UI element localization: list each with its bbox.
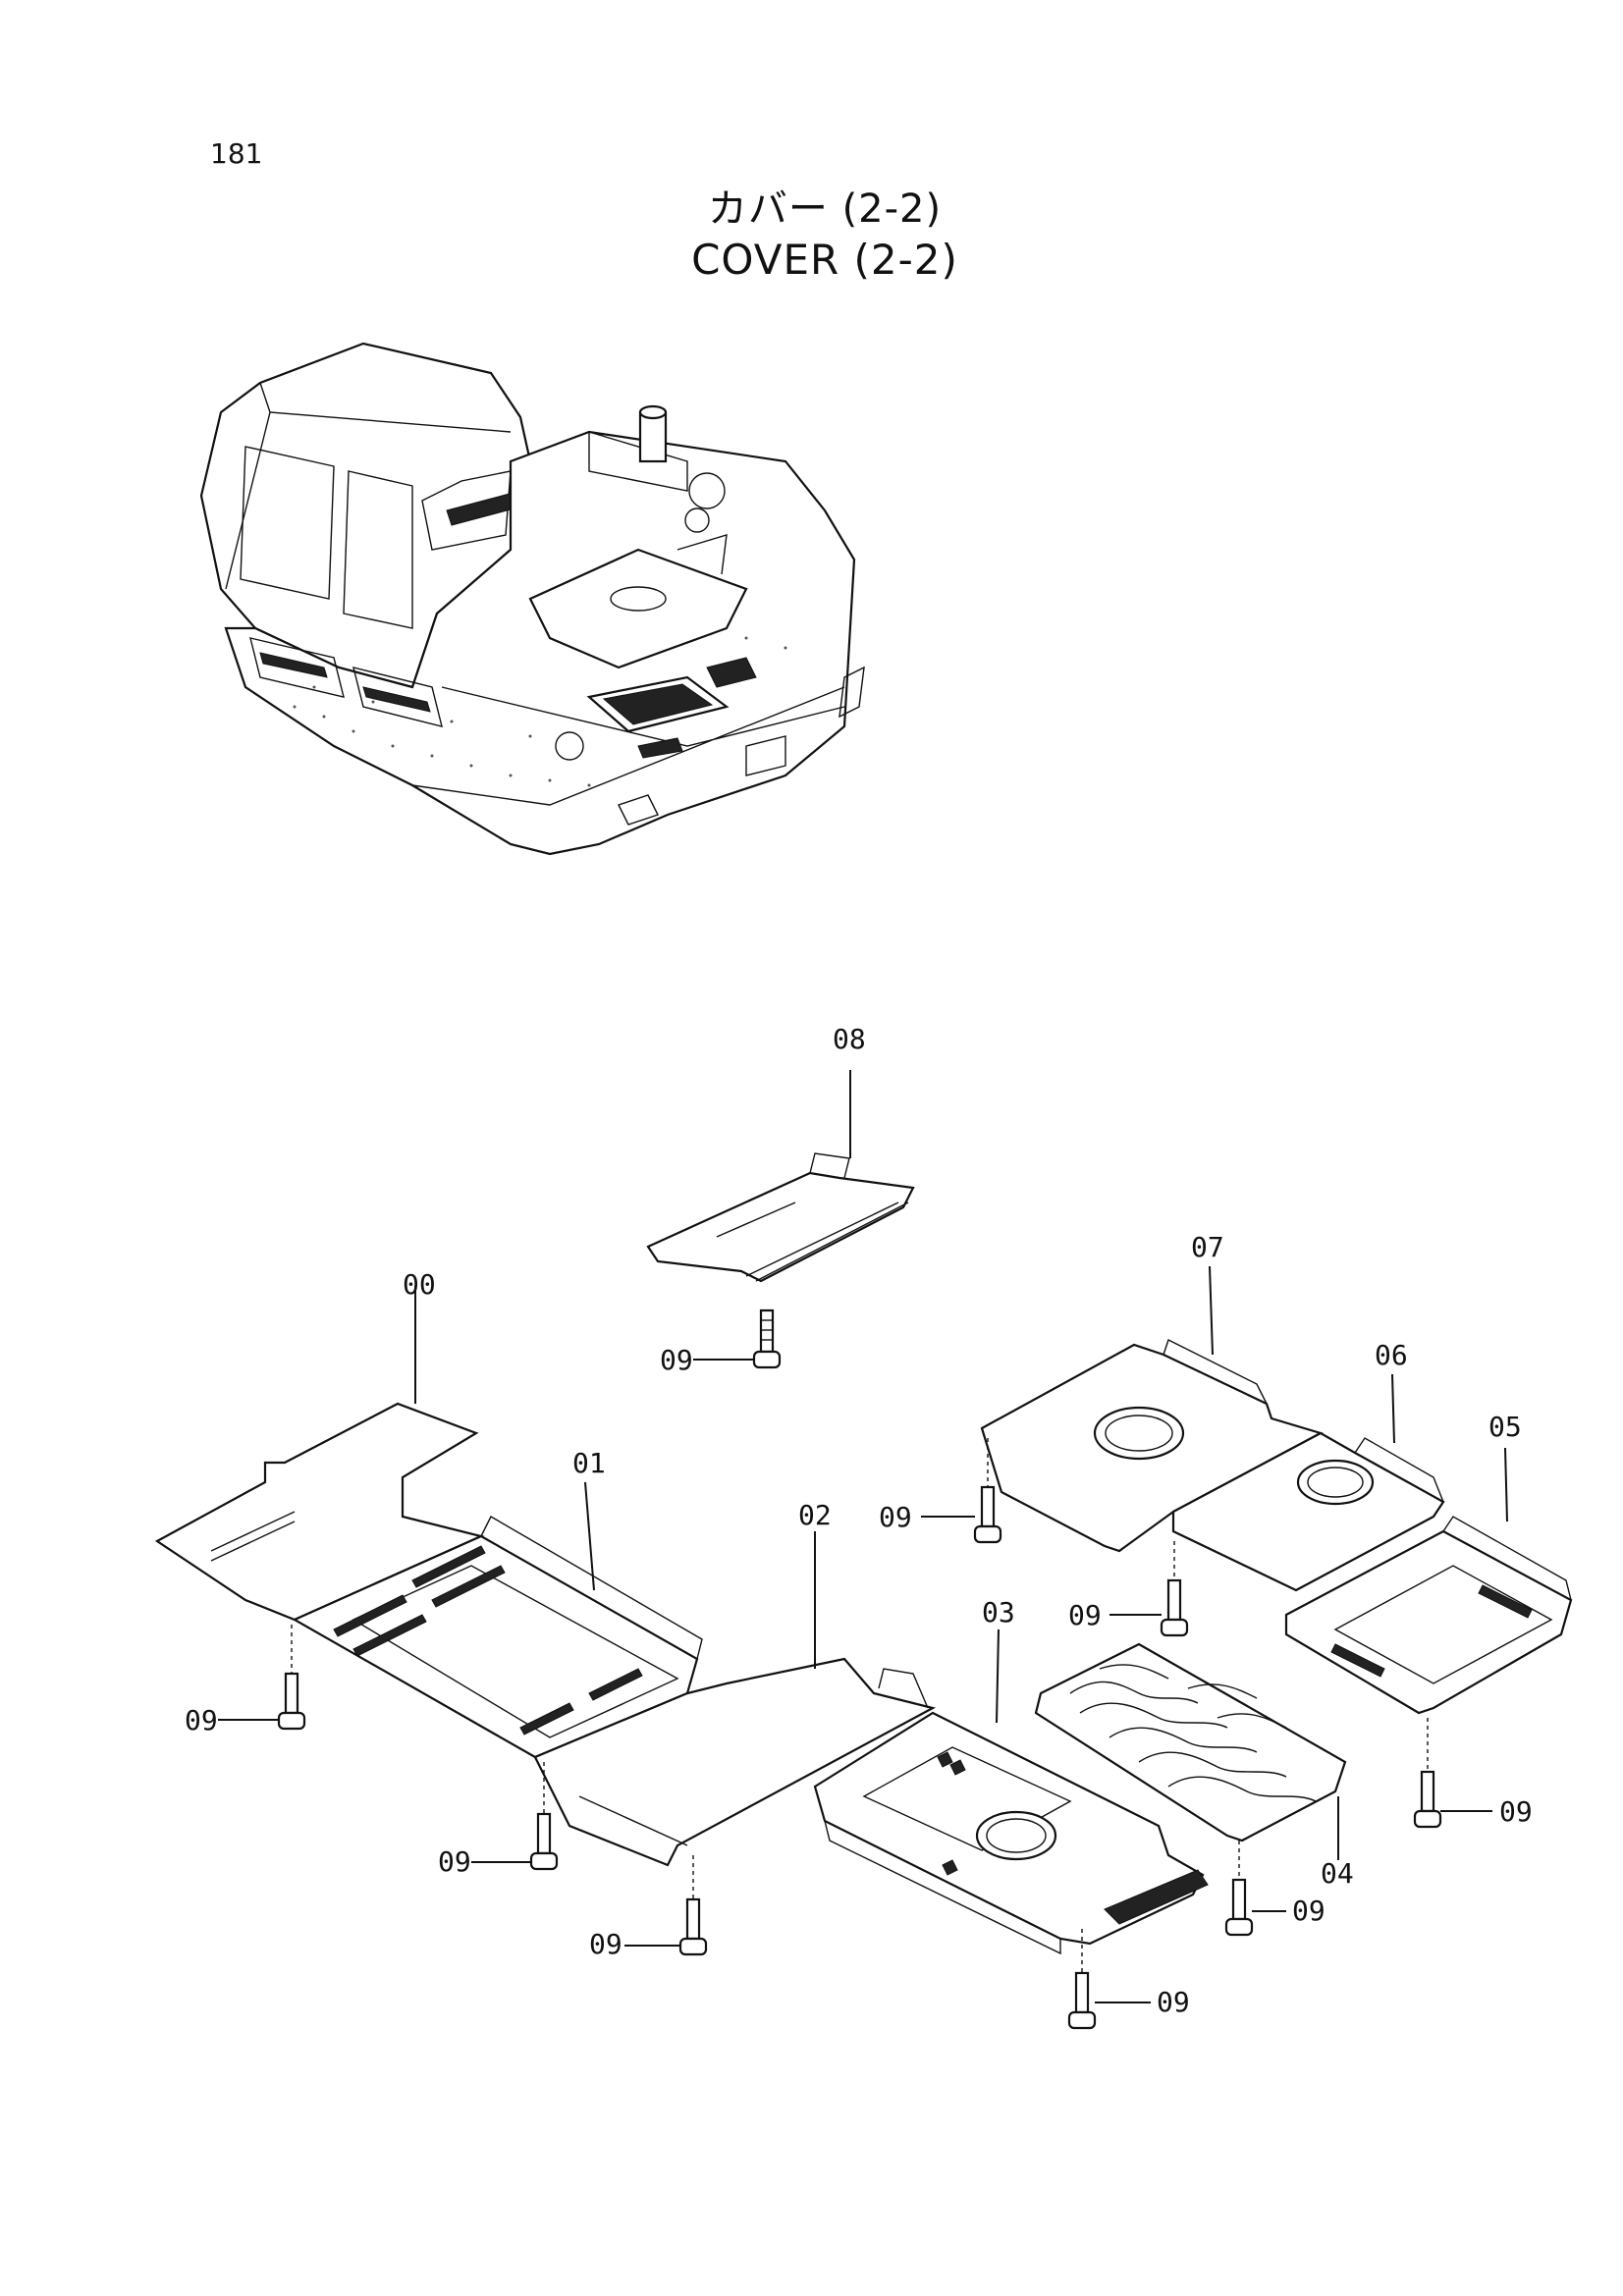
callout-00: 00 [403,1268,436,1301]
part-02-plate [533,1531,937,1867]
callout-03: 03 [982,1596,1015,1629]
part-07-plate [980,1265,1324,1553]
part-05-plate [1284,1447,1573,1715]
callout-05: 05 [1488,1411,1522,1443]
part-08-plate [646,1070,915,1283]
bolt-center [1067,1929,1151,2030]
bolt-08 [693,1308,782,1369]
bolt-grate [1224,1841,1286,1937]
callout-08: 08 [833,1023,866,1055]
callout-09-left-3: 09 [589,1928,622,1960]
callout-09-center: 09 [1157,1986,1190,2018]
machine-overview [199,342,865,856]
bolt-right-2 [1109,1541,1189,1637]
callout-01: 01 [572,1447,606,1479]
bolt-left-3 [624,1855,708,1956]
part-01-plate [292,1481,703,1759]
bolt-left-2 [471,1762,559,1871]
bolt-right-1 [921,1438,1002,1544]
part-03-plate [813,1629,1209,1955]
callout-04: 04 [1321,1857,1354,1890]
callout-02: 02 [798,1499,832,1531]
title-japanese: カバー (2-2) [707,187,943,232]
callout-09-right-1: 09 [879,1501,912,1533]
part-00-plate [154,1286,485,1622]
callout-09-grate: 09 [1292,1895,1325,1927]
part-06-plate [1171,1373,1445,1592]
callout-09-left-1: 09 [185,1704,218,1736]
bolt-right-3 [1413,1718,1492,1829]
callout-09-right-3: 09 [1499,1795,1533,1828]
callout-09-left-2: 09 [438,1845,471,1878]
bolt-left-1 [218,1625,306,1731]
page-number: 181 [210,137,263,170]
callout-09-top: 09 [660,1344,693,1376]
title-english: COVER (2-2) [691,236,958,284]
part-04-grate [1034,1642,1347,1860]
callout-09-right-2: 09 [1068,1599,1102,1631]
callout-06: 06 [1375,1339,1408,1371]
callout-07: 07 [1191,1231,1224,1263]
